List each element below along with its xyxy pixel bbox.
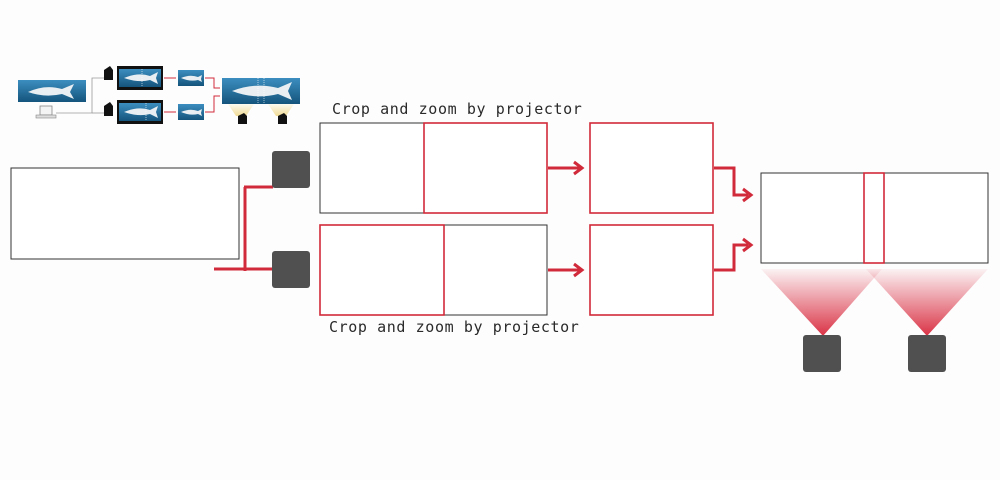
shark-image-icon xyxy=(18,80,86,102)
shark-image-icon xyxy=(222,78,300,104)
arrow-icon xyxy=(714,166,754,203)
source-display-icon xyxy=(10,167,240,260)
overview-thumbnail xyxy=(18,66,300,124)
arrow-icon xyxy=(714,237,754,272)
projector-icon xyxy=(104,102,113,116)
projector-icon xyxy=(238,113,247,124)
shark-image-icon xyxy=(117,100,163,124)
projection-beam-icon xyxy=(761,269,882,336)
projector-icon xyxy=(272,251,310,288)
arrow-icon xyxy=(548,262,585,278)
projection-beam-icon xyxy=(866,269,988,336)
top-crop-label: Crop and zoom by projector xyxy=(332,100,583,118)
projector-icon xyxy=(278,113,287,124)
blended-screen xyxy=(760,172,989,264)
computer-icon xyxy=(35,105,57,119)
projector-icon xyxy=(803,335,841,372)
projector-icon xyxy=(272,151,310,188)
bottom-crop-label: Crop and zoom by projector xyxy=(329,318,580,336)
shark-image-icon xyxy=(178,104,204,120)
top-crop-frame xyxy=(319,122,548,214)
signal-splitter xyxy=(214,185,273,271)
projector-icon xyxy=(104,66,113,80)
shark-image-icon xyxy=(178,70,204,86)
bottom-crop-frame xyxy=(319,224,548,316)
arrow-icon xyxy=(548,160,585,176)
projector-icon xyxy=(908,335,946,372)
bottom-zoomed-frame xyxy=(589,224,714,316)
top-zoomed-frame xyxy=(589,122,714,214)
shark-image-icon xyxy=(117,66,163,90)
